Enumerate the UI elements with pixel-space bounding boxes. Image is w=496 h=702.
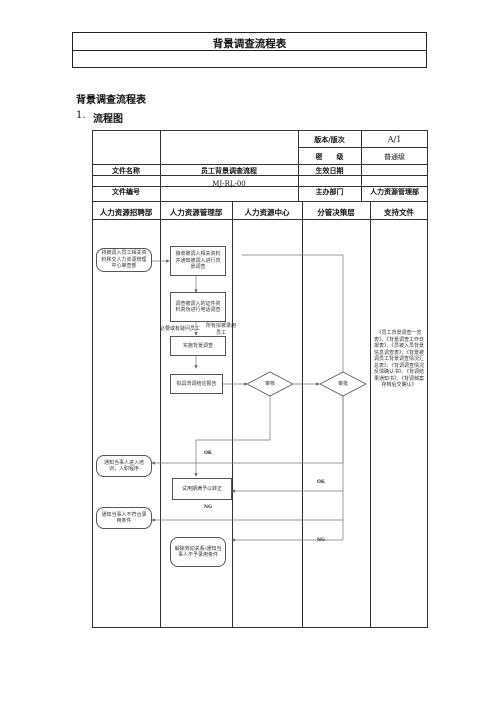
tag-ng-2: NG <box>317 538 325 543</box>
step-notify-onboard: 通知当事人进入培训，入职程序 <box>96 455 152 477</box>
security-value: 普通级 <box>384 153 405 161</box>
tag-ok-1: OK <box>204 451 212 456</box>
table-line <box>92 186 428 187</box>
doc-no-label: 文件编号 <box>112 187 140 196</box>
table-line <box>298 130 299 201</box>
step-notify-unqualified: 通知当事人不符合录用条件 <box>96 507 152 529</box>
decision-approve <box>319 371 367 397</box>
step-receive-notify: 接收被调入相关资料并通知被调入进行背景调查 <box>170 246 226 276</box>
table-line <box>361 130 362 201</box>
lane-divider <box>160 201 161 628</box>
header-divider <box>72 50 427 51</box>
lane-divider <box>232 201 233 628</box>
table-line <box>92 219 428 220</box>
table-line <box>160 130 161 201</box>
dept-label: 主办部门 <box>315 187 344 196</box>
lane-hr-management: 人力资源管理部 <box>169 208 223 217</box>
effective-label: 生效日期 <box>315 166 344 175</box>
lane-divider <box>370 201 371 628</box>
step-terminate: 解除劳动关系/通知当事人不予录用条件 <box>170 537 226 567</box>
tag-ok-2: OK <box>317 480 325 485</box>
step-implement-check: 实施背景调查 <box>170 336 226 356</box>
lane-recruit: 人力资源招聘部 <box>99 208 153 217</box>
decision-review-label: 审核 <box>264 381 275 387</box>
step-probation-confirm: 试用期满予以转正 <box>172 478 232 500</box>
dept-value: 人力资源管理部 <box>370 187 419 196</box>
lane-hr-center: 人力资源中心 <box>244 208 290 217</box>
table-line <box>298 147 428 148</box>
note-left: 必要或有疑问员工 <box>160 326 201 332</box>
doc-name-value: 员工背景调查流程 <box>201 166 257 175</box>
tag-ng-1: NG <box>204 505 212 510</box>
support-documents: 《员工背景调查一览表》、《背景调查工作日报表》、《员被入员背景信息调查表》、《背… <box>373 330 424 388</box>
version-label: 版本/版次 <box>314 135 345 144</box>
note-right: 所有拟被录用员工 <box>206 323 237 336</box>
table-line <box>92 201 428 202</box>
section-title: 背景调查流程表 <box>76 95 146 106</box>
step-verify-documents: 调查被调入的证件资料真伪进行电话调查 <box>170 292 226 322</box>
lane-decision: 分管决策层 <box>317 208 355 217</box>
decision-review <box>246 371 294 397</box>
lane-support: 支持文件 <box>384 208 414 217</box>
lane-divider <box>302 201 303 628</box>
section-number: 1. <box>76 110 86 121</box>
doc-name-label: 文件名称 <box>112 166 140 175</box>
flowchart-frame <box>92 130 428 628</box>
doc-no-value: MJ-RL-00 <box>212 180 246 188</box>
step-transfer-materials: 将被调入员工相关资料移交人力资源管理中心审查部 <box>96 248 152 272</box>
document-title: 背景调查流程表 <box>212 38 287 50</box>
decision-approve-label: 审批 <box>337 381 348 387</box>
security-label: 密 级 <box>315 152 344 161</box>
section-name: 流程图 <box>93 114 123 125</box>
version-value: A/1 <box>387 135 402 144</box>
step-draft-report: 拟具背调结论报告 <box>170 374 223 394</box>
table-line <box>92 175 428 176</box>
table-line <box>92 164 428 165</box>
